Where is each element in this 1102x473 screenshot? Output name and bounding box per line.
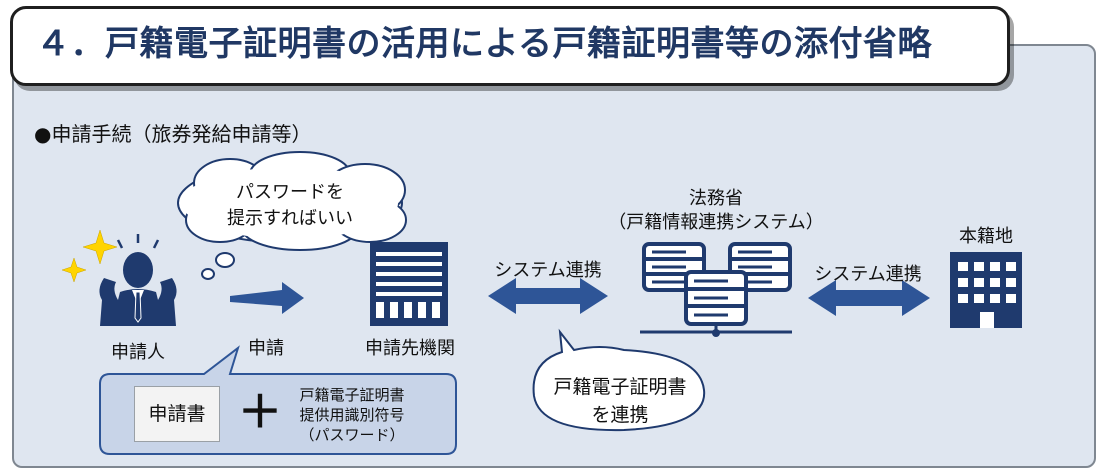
ministry-system-name: （戸籍情報連携システム） bbox=[608, 212, 824, 233]
registered-domicile-building-icon bbox=[950, 252, 1022, 328]
system-link-right-label: システム連携 bbox=[814, 264, 922, 285]
applicant-person-icon bbox=[99, 234, 177, 326]
thought-bubble-line2: 提示すればいい bbox=[227, 208, 353, 229]
title-box bbox=[10, 6, 1010, 86]
system-link-left-label: システム連携 bbox=[494, 260, 602, 281]
apply-label: 申請 bbox=[248, 338, 284, 359]
bottom-bubble-line2: を連携 bbox=[591, 404, 649, 426]
subheading: ●申請手続（旅券発給申請等） bbox=[34, 122, 312, 146]
document-item-line1: 戸籍電子証明書 bbox=[299, 386, 405, 404]
application-form-box: 申請書 bbox=[134, 386, 220, 442]
receiving-office-building-icon bbox=[370, 242, 448, 326]
receiving-office-label: 申請先機関 bbox=[365, 338, 455, 359]
bottom-speech-bubble bbox=[532, 328, 706, 432]
applicant-label: 申請人 bbox=[111, 342, 165, 363]
thought-bubble-line1: パスワードを bbox=[236, 182, 344, 203]
ministry-name: 法務省 bbox=[689, 188, 743, 209]
thought-bubble-cloud bbox=[177, 151, 407, 280]
page-title: ４．戸籍電子証明書の活用による戸籍証明書等の添付省略 bbox=[36, 24, 932, 64]
system-link-left-arrow bbox=[488, 278, 608, 314]
document-item-line3: （パスワード） bbox=[299, 426, 405, 444]
apply-arrow bbox=[230, 282, 304, 314]
system-link-right-arrow bbox=[808, 280, 930, 316]
plus-icon: ＋ bbox=[238, 387, 282, 438]
sparkle-icon bbox=[61, 229, 118, 283]
ministry-server-icon bbox=[640, 242, 792, 337]
bottom-bubble-line1: 戸籍電子証明書 bbox=[553, 376, 687, 398]
document-item-line2: 提供用識別符号 bbox=[299, 406, 405, 424]
registered-domicile-label: 本籍地 bbox=[959, 226, 1013, 247]
